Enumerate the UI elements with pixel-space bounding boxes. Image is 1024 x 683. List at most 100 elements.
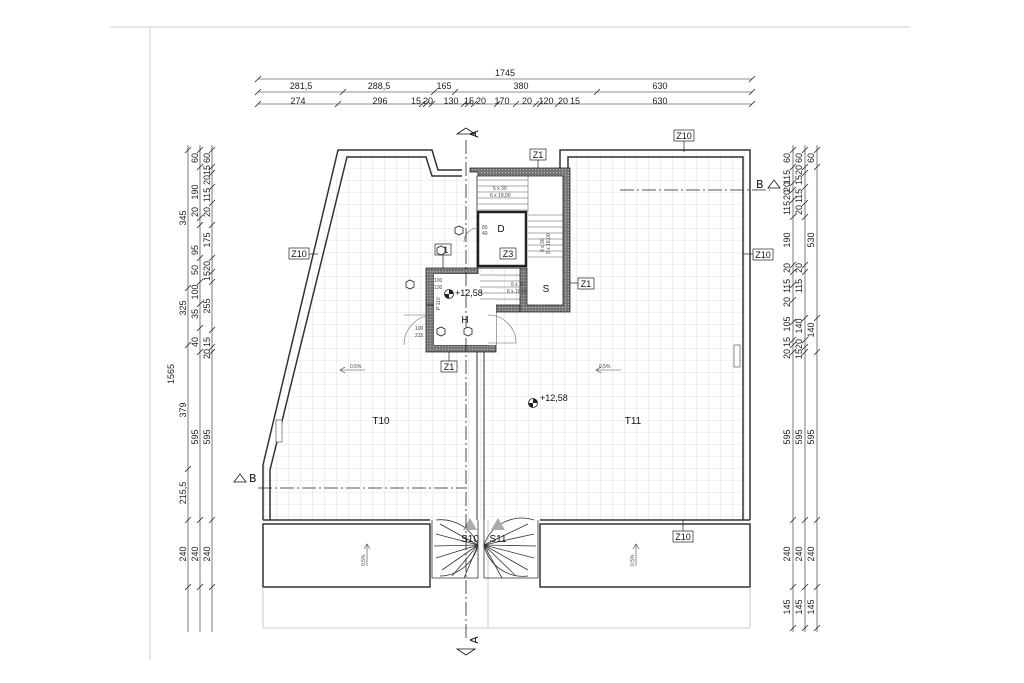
tag-label: Z10 xyxy=(676,131,692,141)
dimension-tick xyxy=(334,100,342,108)
dimension-tick xyxy=(208,199,216,207)
terrace-t10 xyxy=(263,152,470,520)
dim-label: 240 xyxy=(190,546,200,561)
dimension-tick xyxy=(813,348,821,356)
slope-label: 0,5% xyxy=(630,554,636,566)
level-marker-stair: +12,58 xyxy=(444,288,483,299)
dim-label: 240 xyxy=(178,546,188,561)
dim-label: 140 xyxy=(794,318,804,333)
dim-label: 15 xyxy=(202,165,212,175)
dimension-tick xyxy=(801,336,809,344)
tag-label: Z10 xyxy=(755,250,771,260)
dim-label: 115 xyxy=(782,170,792,184)
room-label-t10: T10 xyxy=(372,416,390,427)
dimension-tick xyxy=(801,163,809,171)
tag-label: Z3 xyxy=(503,249,514,259)
dimension-tick xyxy=(789,296,797,304)
dim-label: 20 xyxy=(202,207,212,217)
slope-label: 0,5% xyxy=(350,364,362,370)
dim-label: 15 xyxy=(570,96,580,106)
note: 6 x 18,00 xyxy=(507,289,528,295)
dim-top-total: 1745 xyxy=(495,68,515,78)
dim-label: 115 xyxy=(794,279,804,293)
drain-detail xyxy=(275,419,283,443)
slope-label: 0,5% xyxy=(599,364,611,370)
dim-label: 20 xyxy=(782,182,792,192)
dim-label: 60 xyxy=(794,153,804,163)
dim-label: 20 xyxy=(202,261,212,271)
dim-label: 630 xyxy=(652,96,667,106)
dim-label: 60 xyxy=(202,153,212,163)
dimension-tick xyxy=(813,624,821,632)
dim-label: 296 xyxy=(372,96,387,106)
tag-label: Z1 xyxy=(533,150,544,160)
dimension-tick xyxy=(428,100,436,108)
dim-label: 120 xyxy=(538,96,553,106)
note: 215 xyxy=(415,333,424,339)
dim-label: 20 xyxy=(202,349,212,359)
dimension-tick xyxy=(493,100,501,108)
dim-label: 190 xyxy=(782,232,792,247)
dim-label: 50 xyxy=(190,265,200,275)
dim-label: 15 xyxy=(202,271,212,281)
dim-left-total: 1565 xyxy=(166,364,176,384)
dim-label: 379 xyxy=(178,402,188,417)
dim-label: 15 xyxy=(794,349,804,359)
note: 8 x 30 xyxy=(540,238,546,252)
dimension-tick xyxy=(532,100,540,108)
dimension-tick xyxy=(464,100,472,108)
dim-top-row1: 281,5 288,5 165 380 630 xyxy=(290,81,668,91)
dim-label: 240 xyxy=(202,546,212,561)
dimension-tick xyxy=(801,146,809,154)
dimension-tick xyxy=(184,146,192,154)
slope-indicator-t11: 0,5% xyxy=(595,364,621,374)
dimension-tick xyxy=(208,278,216,286)
tag-z1-right: Z1 xyxy=(570,277,595,290)
dim-label: 15 xyxy=(794,175,804,185)
dim-label: 630 xyxy=(652,81,667,91)
note: 130 xyxy=(434,285,443,291)
dim-label: 215,5 xyxy=(178,482,188,505)
dimension-tick xyxy=(554,100,562,108)
note: 100 xyxy=(415,326,424,332)
dim-label: 380 xyxy=(513,81,528,91)
note: 5 x 30 xyxy=(493,186,507,192)
tag-z10-top: Z10 xyxy=(673,129,695,152)
dimension-tick xyxy=(801,314,809,322)
tag-label: Z10 xyxy=(291,249,307,259)
dimension-tick xyxy=(789,186,797,194)
dim-label: 530 xyxy=(806,232,816,247)
dim-label: 60 xyxy=(190,153,200,163)
hexagon-markers xyxy=(405,225,473,337)
dim-label: 595 xyxy=(794,429,804,444)
tag-label: Z1 xyxy=(581,279,592,289)
section-label-a-top: A xyxy=(468,130,481,138)
tag-z10-left: Z10 xyxy=(288,247,318,260)
dimension-tick xyxy=(430,88,438,96)
dimension-tick xyxy=(748,88,756,96)
dimension-tick xyxy=(208,583,216,591)
room-label-t11: T11 xyxy=(625,416,642,427)
hexagon-marker xyxy=(405,279,415,290)
dimension-tick xyxy=(254,88,262,96)
room-label-s11: S11 xyxy=(489,534,506,545)
dimension-tick xyxy=(460,100,468,108)
dim-label: 595 xyxy=(806,429,816,444)
dim-label: 15 xyxy=(782,337,792,347)
section-marker-a-bottom: A xyxy=(455,636,481,656)
dim-label: 60 xyxy=(806,153,816,163)
dimension-tick xyxy=(789,146,797,154)
dimension-tick xyxy=(208,348,216,356)
dimension-tick xyxy=(196,221,204,229)
tag-label: Z10 xyxy=(675,532,691,542)
dimension-tick xyxy=(196,254,204,262)
dim-label: 20 xyxy=(190,207,200,217)
note: 6 x 18,00 xyxy=(490,193,511,199)
dimension-tick xyxy=(208,221,216,229)
dimension-tick xyxy=(184,284,192,292)
dimension-tick xyxy=(789,341,797,349)
dimension-tick xyxy=(813,516,821,524)
dim-label: 140 xyxy=(806,322,816,337)
dim-label: 145 xyxy=(782,599,792,614)
dimension-tick xyxy=(196,146,204,154)
